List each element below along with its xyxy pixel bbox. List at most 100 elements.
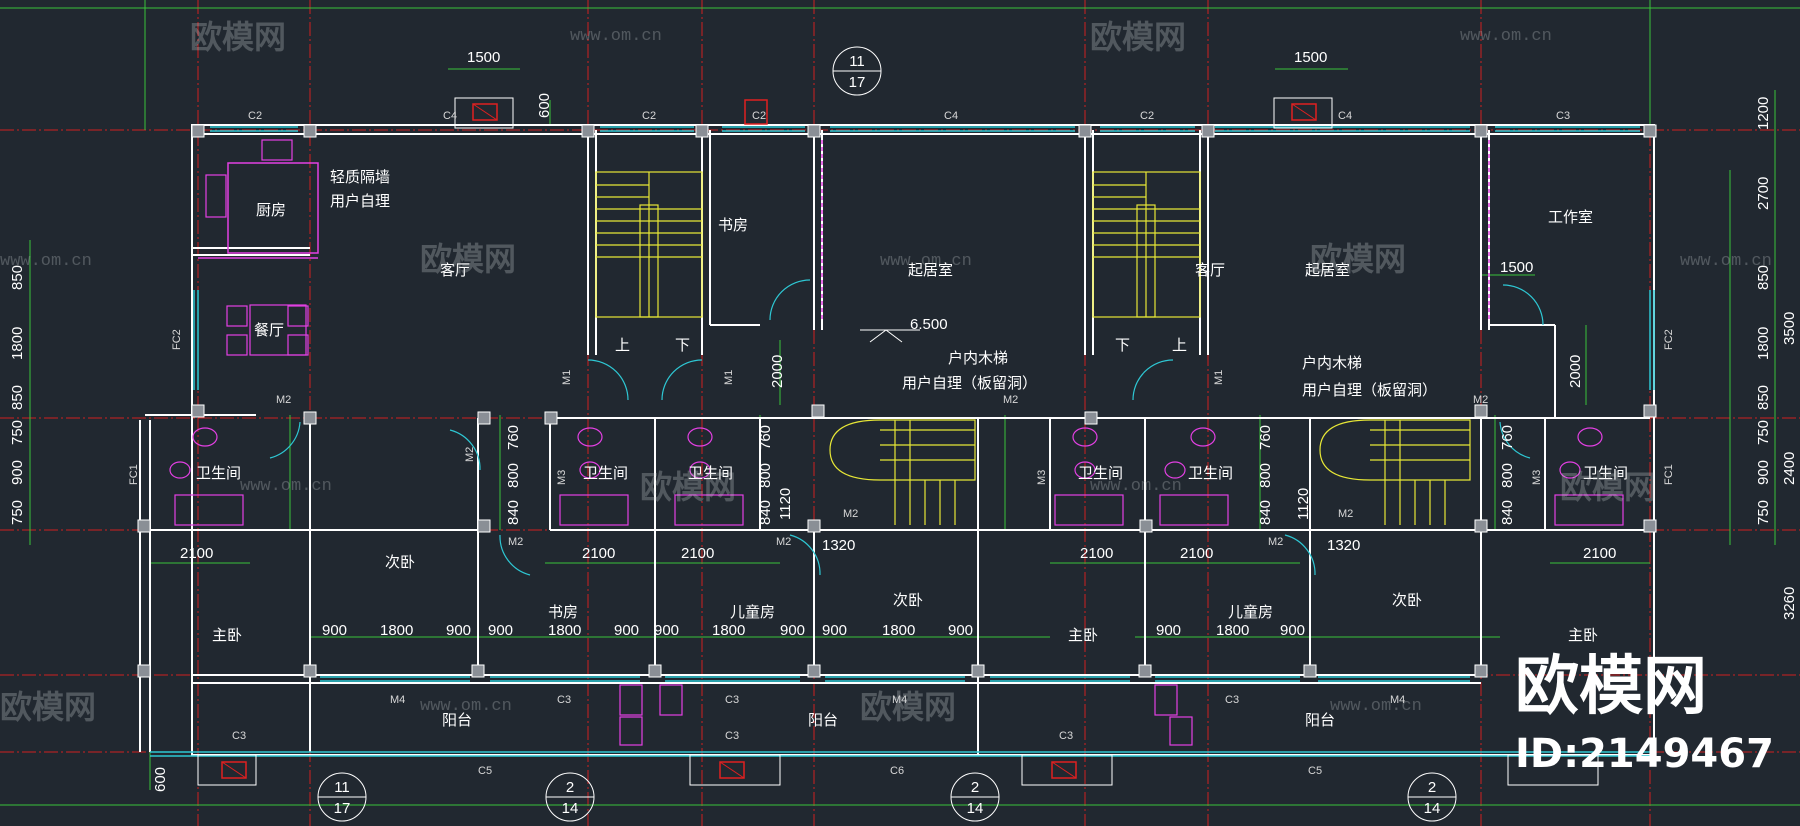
axis-marker-3-num: 2	[566, 779, 574, 796]
code-m4-1: M4	[390, 694, 405, 706]
axis-marker-2-den: 17	[334, 800, 351, 817]
room-label-living-4: 起居室	[1305, 261, 1350, 279]
walls	[139, 124, 1655, 756]
dim-1500-b: 1500	[1294, 49, 1327, 66]
dim-bottom-12: 900	[948, 622, 973, 639]
dim-bottom-7: 900	[654, 622, 679, 639]
dim-2100-4: 2100	[1080, 545, 1113, 562]
code-c3-top: C3	[1556, 110, 1570, 122]
stair-up-label-2: 上	[1172, 336, 1187, 354]
code-m4-3: M4	[1390, 694, 1405, 706]
watermark-url: www.om.cn	[420, 697, 512, 716]
axis-marker-4-den: 14	[967, 800, 984, 817]
room-label-bath-5: 卫生间	[1188, 464, 1233, 482]
note-stair-2b: 用户自理（板留洞）	[1302, 381, 1437, 399]
code-m2-6: M2	[508, 536, 523, 548]
dim-left-6: 750	[9, 500, 26, 525]
dim-bottom-1: 900	[322, 622, 347, 639]
stair-down-label-1: 下	[675, 336, 690, 354]
code-m1-1: M1	[561, 370, 573, 385]
axis-marker-3-den: 14	[562, 800, 579, 817]
dim-right-2: 2700	[1755, 177, 1772, 210]
dim-840-a: 840	[505, 500, 522, 525]
stair-up-label-1: 上	[615, 336, 630, 354]
axis-marker-4-num: 2	[971, 779, 979, 796]
dim-1500-c: 1500	[1500, 259, 1533, 276]
dim-right-4: 1800	[1755, 327, 1772, 360]
dim-right-10: 3500	[1781, 312, 1798, 345]
dim-1500-a: 1500	[467, 49, 500, 66]
note-partition-2: 用户自理	[330, 192, 390, 210]
room-label-bath-3: 卫生间	[688, 464, 733, 482]
code-m2-7: M2	[776, 536, 791, 548]
dim-bottom-15: 900	[1280, 622, 1305, 639]
dim-800-c: 800	[1257, 463, 1274, 488]
dim-2100-2: 2100	[582, 545, 615, 562]
dim-600-bottom: 600	[152, 767, 169, 792]
dim-right-6: 750	[1755, 420, 1772, 445]
code-c3-5: C3	[725, 730, 739, 742]
dim-760-d: 760	[1499, 425, 1516, 450]
code-c2-3: C2	[752, 110, 766, 122]
note-stair-1b: 用户自理（板留洞）	[902, 374, 1037, 392]
dim-760-c: 760	[1257, 425, 1274, 450]
watermark-logo: 欧模网	[860, 688, 956, 726]
bathroom-fixtures-6	[1554, 427, 1624, 526]
dim-right-9: 3260	[1781, 587, 1798, 620]
code-fc2-right: FC2	[1663, 329, 1675, 350]
code-fc2-left: FC2	[171, 329, 183, 350]
ac-units	[197, 97, 1599, 786]
fixtures	[169, 139, 1624, 746]
brand-logo: 欧模网	[1515, 650, 1707, 724]
code-fc1-right: FC1	[1663, 464, 1675, 485]
dim-800-a: 800	[505, 463, 522, 488]
code-m2-9: M2	[464, 447, 476, 462]
axis-marker-5-num: 2	[1428, 779, 1436, 796]
dim-bottom-4: 900	[488, 622, 513, 639]
watermark-logo: 欧模网	[190, 18, 286, 56]
code-m1-2: M1	[723, 370, 735, 385]
code-c2-2: C2	[642, 110, 656, 122]
watermark-logo: 欧模网	[1310, 240, 1406, 278]
code-m2-8: M2	[1268, 536, 1283, 548]
watermark-logo: 欧模网	[1560, 468, 1656, 506]
room-label-master-1: 主卧	[212, 626, 242, 644]
watermark-url: www.om.cn	[0, 252, 92, 271]
watermark-logo: 欧模网	[0, 688, 96, 726]
dim-800-b: 800	[757, 463, 774, 488]
room-label-bath-2: 卫生间	[583, 464, 628, 482]
elevation-marker: 6.500	[860, 316, 948, 343]
elevation-value: 6.500	[910, 316, 948, 333]
dim-1320-a: 1320	[822, 537, 855, 554]
code-m3-1: M3	[556, 470, 568, 485]
code-c3-1: C3	[557, 694, 571, 706]
room-label-master-3: 主卧	[1568, 626, 1598, 644]
dim-right-1: 1200	[1755, 97, 1772, 130]
axis-marker-5-den: 14	[1424, 800, 1441, 817]
note-partition-1: 轻质隔墙	[330, 168, 390, 186]
dim-bottom-9: 900	[780, 622, 805, 639]
room-label-workroom: 工作室	[1548, 208, 1593, 226]
dim-600-top: 600	[536, 93, 553, 118]
dim-840-b: 840	[757, 500, 774, 525]
code-m3-3: M3	[1531, 470, 1543, 485]
dim-right-7: 900	[1755, 460, 1772, 485]
room-label-balcony-3: 阳台	[1305, 711, 1335, 729]
axis-marker-4: 2 14	[950, 772, 1000, 822]
watermark-url: www.om.cn	[240, 477, 332, 496]
code-c2-4: C2	[1140, 110, 1154, 122]
dim-left-5: 900	[9, 460, 26, 485]
code-m2-5: M2	[1338, 508, 1353, 520]
watermark-url: www.om.cn	[1330, 697, 1422, 716]
code-m2-3: M2	[1473, 394, 1488, 406]
axis-marker-2: 11 17	[317, 772, 367, 822]
watermark-logo: 欧模网	[640, 468, 736, 506]
code-m1-3: M1	[1213, 370, 1225, 385]
dim-760-b: 760	[757, 425, 774, 450]
watermark-url: www.om.cn	[880, 252, 972, 271]
watermarks: 欧模网 www.om.cn 欧模网 www.om.cn 欧模网 www.om.c…	[0, 18, 1772, 726]
watermark-logo: 欧模网	[1090, 18, 1186, 56]
dim-right-8: 750	[1755, 500, 1772, 525]
watermark-url: www.om.cn	[1680, 252, 1772, 271]
brand-id: ID:2149467	[1515, 731, 1774, 777]
